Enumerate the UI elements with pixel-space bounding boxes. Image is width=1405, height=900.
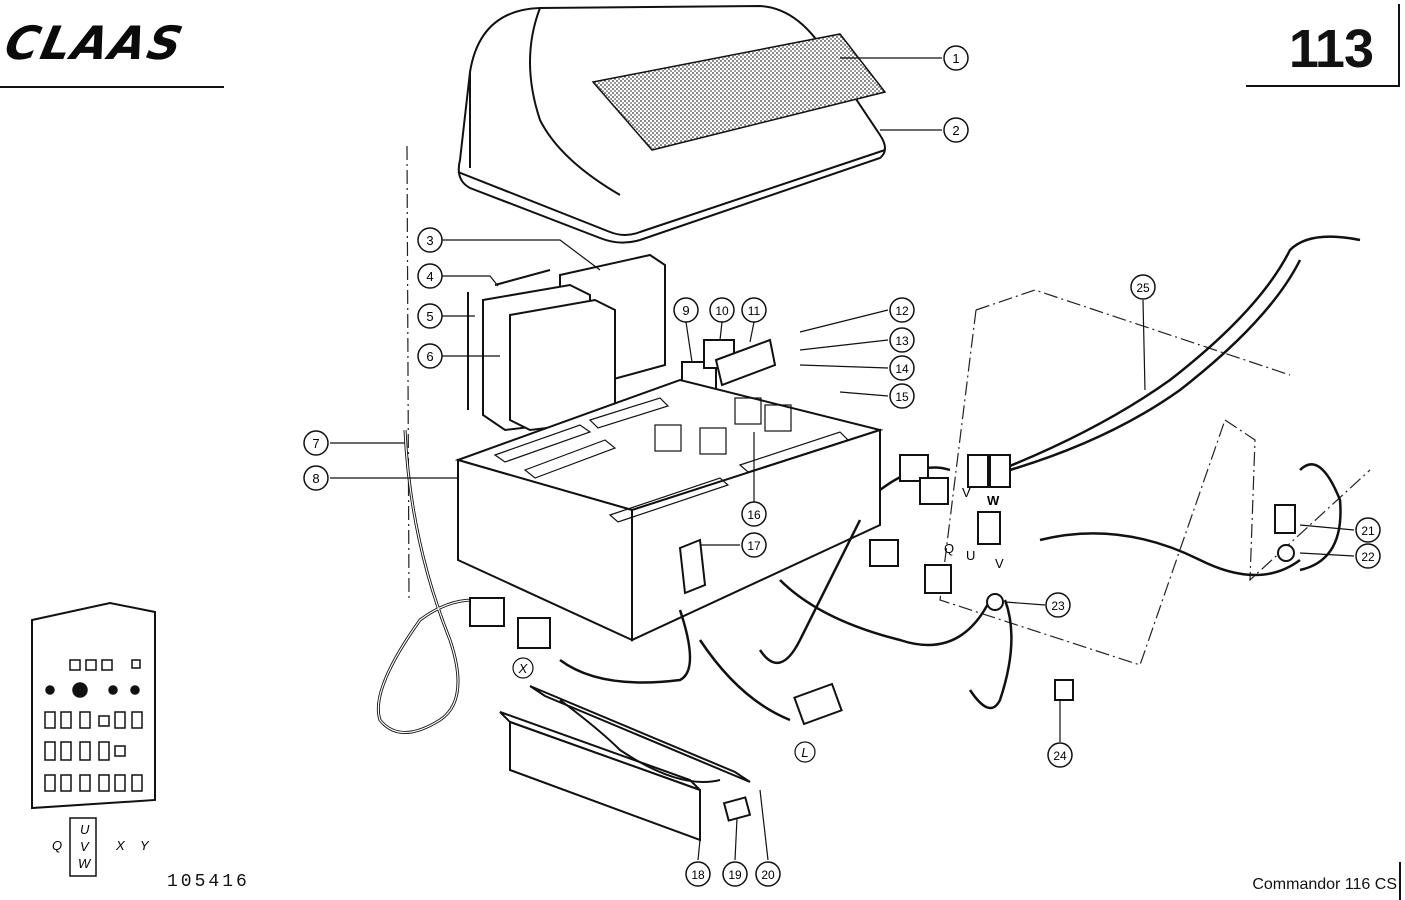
harness-letters: V W Q U V bbox=[944, 485, 1004, 571]
connector-labels: X L bbox=[512, 657, 816, 763]
connector-label-x: X bbox=[512, 657, 534, 679]
callout-label: 5 bbox=[426, 309, 433, 324]
label-sticker bbox=[591, 33, 887, 151]
panel-legend: Q U V W X Y bbox=[52, 822, 150, 871]
callout-22: 22 bbox=[1355, 543, 1381, 569]
header-rule-left bbox=[0, 86, 224, 88]
svg-text:V: V bbox=[962, 485, 971, 500]
callout-label: 2 bbox=[952, 123, 959, 138]
callout-4: 4 bbox=[417, 263, 443, 289]
svg-text:X: X bbox=[518, 661, 529, 676]
callout-21: 21 bbox=[1355, 517, 1381, 543]
callout-label: 10 bbox=[715, 304, 729, 318]
callout-2: 2 bbox=[943, 117, 969, 143]
connectors bbox=[469, 454, 1296, 726]
callout-10: 10 bbox=[709, 297, 735, 323]
callout-label: 8 bbox=[312, 471, 319, 486]
svg-text:U: U bbox=[80, 822, 90, 837]
panel-overview bbox=[31, 601, 156, 877]
callout-label: 15 bbox=[895, 390, 909, 404]
callout-17: 17 bbox=[741, 532, 767, 558]
header-rule-right bbox=[1246, 85, 1400, 87]
callout-label: 11 bbox=[748, 304, 761, 318]
callout-15: 15 bbox=[889, 383, 915, 409]
svg-text:V: V bbox=[995, 556, 1004, 571]
callout-label: 6 bbox=[426, 349, 433, 364]
callout-13: 13 bbox=[889, 327, 915, 353]
callout-7: 7 bbox=[303, 430, 329, 456]
callout-label: 4 bbox=[426, 269, 433, 284]
callout-label: 25 bbox=[1136, 281, 1150, 295]
footer-vertical-rule bbox=[1399, 862, 1401, 900]
bracket-part-17 bbox=[678, 538, 707, 595]
callout-19: 19 bbox=[722, 861, 748, 887]
callout-label: 1 bbox=[952, 51, 959, 66]
callout-label: 19 bbox=[728, 868, 742, 882]
callout-label: 9 bbox=[682, 303, 689, 318]
svg-text:W: W bbox=[987, 493, 1000, 508]
svg-text:U: U bbox=[966, 548, 975, 563]
callout-16: 16 bbox=[741, 501, 767, 527]
callout-label: 13 bbox=[895, 334, 909, 348]
callout-label: 22 bbox=[1361, 550, 1375, 564]
callout-6: 6 bbox=[417, 343, 443, 369]
connector-label-l: L bbox=[794, 741, 816, 763]
callout-label: 17 bbox=[747, 539, 761, 553]
callout-label: 21 bbox=[1361, 524, 1375, 538]
callout-label: 18 bbox=[691, 868, 705, 882]
callout-12: 12 bbox=[889, 297, 915, 323]
svg-text:Y: Y bbox=[140, 838, 150, 853]
callout-14: 14 bbox=[889, 355, 915, 381]
callout-23: 23 bbox=[1045, 592, 1071, 618]
callout-label: 14 bbox=[895, 362, 909, 376]
svg-text:X: X bbox=[115, 838, 126, 853]
callout-1: 1 bbox=[943, 45, 969, 71]
page-number: 113 bbox=[1288, 19, 1374, 79]
callout-25: 25 bbox=[1130, 274, 1156, 300]
header-vertical-rule bbox=[1398, 4, 1400, 87]
callout-18: 18 bbox=[685, 861, 711, 887]
callout-label: 24 bbox=[1053, 749, 1067, 763]
callout-20: 20 bbox=[755, 861, 781, 887]
drawing-number: 105416 bbox=[167, 872, 250, 892]
svg-text:V: V bbox=[80, 839, 90, 854]
svg-text:Q: Q bbox=[52, 838, 62, 853]
callout-8: 8 bbox=[303, 465, 329, 491]
callouts: 1 2 3 4 5 6 7 8 9 10 11 12 13 14 15 16 1… bbox=[303, 45, 1381, 887]
callout-label: 23 bbox=[1051, 599, 1065, 613]
svg-text:Q: Q bbox=[944, 541, 954, 556]
svg-text:L: L bbox=[801, 745, 808, 760]
callout-9: 9 bbox=[673, 297, 699, 323]
callout-5: 5 bbox=[417, 303, 443, 329]
callout-24: 24 bbox=[1047, 742, 1073, 768]
callout-label: 20 bbox=[761, 868, 775, 882]
svg-text:W: W bbox=[78, 856, 92, 871]
callout-label: 12 bbox=[895, 304, 909, 318]
callout-11: 11 bbox=[741, 297, 767, 323]
model-name: Commandor 116 CS bbox=[1252, 876, 1397, 893]
callout-label: 16 bbox=[747, 508, 761, 522]
mounting-rail bbox=[499, 685, 752, 842]
callout-3: 3 bbox=[417, 227, 443, 253]
callout-label: 7 bbox=[312, 436, 319, 451]
callout-label: 3 bbox=[426, 233, 433, 248]
